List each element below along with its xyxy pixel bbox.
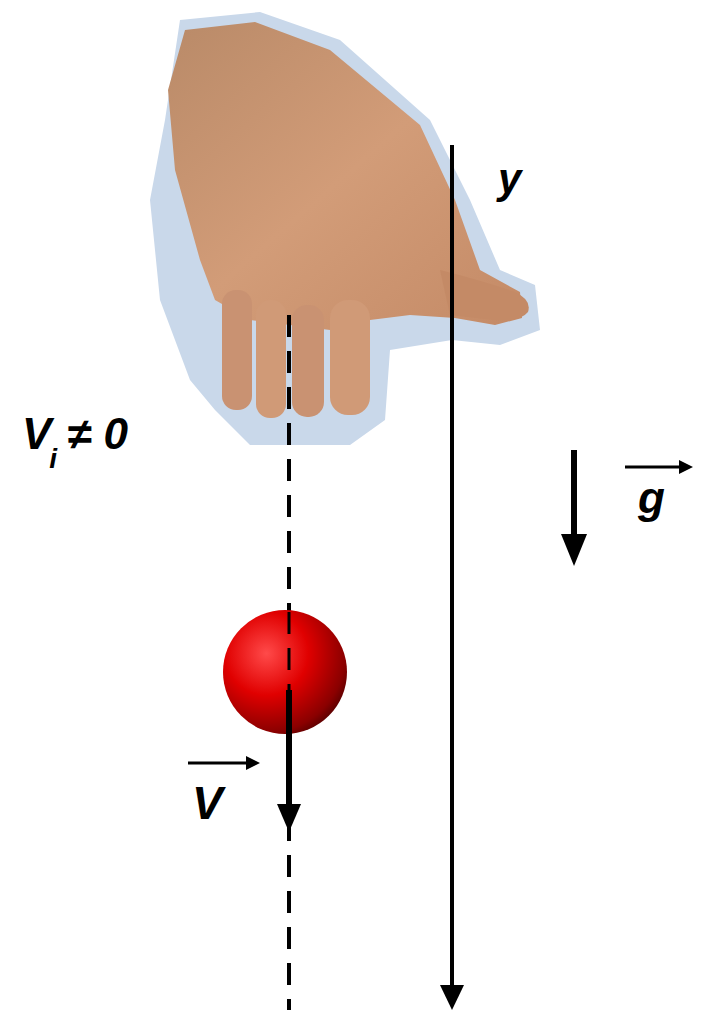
velocity-arrow <box>286 690 292 808</box>
y-axis-arrowhead <box>440 985 464 1010</box>
gravity-label: g <box>638 476 665 520</box>
trajectory-line <box>287 315 291 1010</box>
vector-mark-head <box>246 756 260 770</box>
vector-mark-head <box>679 460 693 474</box>
vector-mark <box>188 762 250 765</box>
y-axis <box>450 145 454 990</box>
axis-label: y <box>498 158 521 200</box>
ball <box>223 610 347 734</box>
vector-mark <box>625 466 683 469</box>
condition-label: ≠ 0 <box>67 412 128 456</box>
hand-finger <box>222 290 252 410</box>
gravity-arrow <box>571 450 577 538</box>
trajectory-line <box>288 612 291 690</box>
hand-halo <box>150 12 540 445</box>
subscript-label: i <box>49 445 57 473</box>
velocity-vector-label: V <box>192 780 223 826</box>
velocity-arrowhead <box>277 804 301 832</box>
hand-finger <box>330 300 370 415</box>
gravity-arrowhead <box>561 534 587 566</box>
velocity-label: V <box>22 412 51 456</box>
hand-finger <box>292 305 324 417</box>
hand-finger <box>256 300 286 418</box>
